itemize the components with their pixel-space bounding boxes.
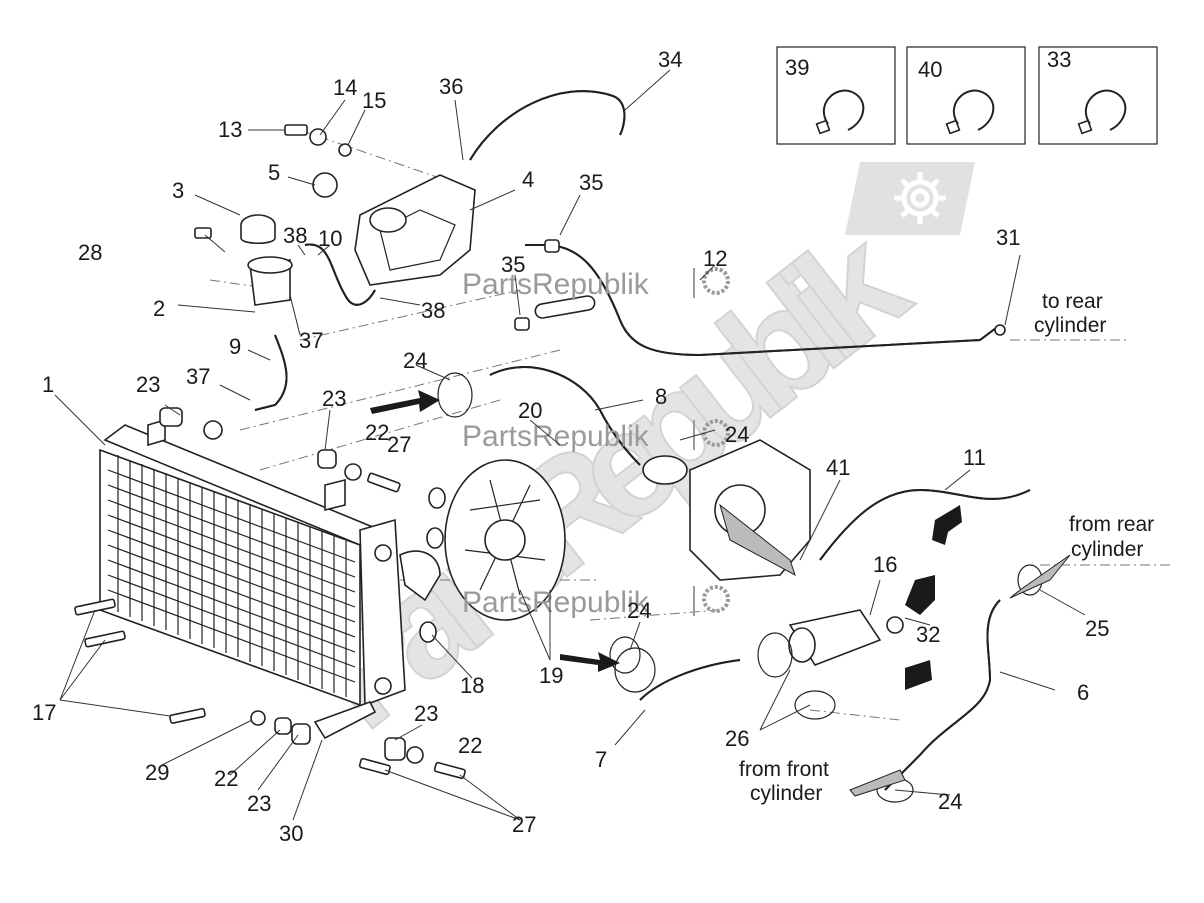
callout-34: 34 xyxy=(658,47,682,72)
svg-text:40: 40 xyxy=(918,57,942,82)
svg-text:39: 39 xyxy=(785,55,809,80)
hose-clamp-icon xyxy=(815,89,865,135)
callout-4: 4 xyxy=(522,167,534,192)
callout-17: 17 xyxy=(32,700,56,725)
callout-30: 30 xyxy=(279,821,303,846)
callout-19: 19 xyxy=(539,663,563,688)
svg-text:33: 33 xyxy=(1047,47,1071,72)
callout-11: 11 xyxy=(963,445,986,470)
callout-7: 7 xyxy=(595,747,607,772)
callout-numbers: 1 2 3 4 5 6 7 8 9 10 11 12 13 14 15 16 1… xyxy=(32,47,1109,846)
callout-5: 5 xyxy=(268,160,280,185)
callout-41: 41 xyxy=(826,455,850,480)
gear-icon xyxy=(702,267,730,295)
callout-14: 14 xyxy=(333,75,357,100)
callout-23b: 23 xyxy=(247,791,271,816)
cooling-fan xyxy=(444,459,566,621)
callout-38a: 38 xyxy=(283,223,307,248)
callout-23a: 23 xyxy=(136,372,160,397)
small-hose-35 xyxy=(534,295,596,319)
callout-22a: 22 xyxy=(214,766,238,791)
callout-13: 13 xyxy=(218,117,242,142)
callout-20: 20 xyxy=(518,398,542,423)
callout-15: 15 xyxy=(362,88,386,113)
callout-36: 36 xyxy=(439,74,463,99)
callout-35a: 35 xyxy=(579,170,603,195)
hose-clamp-icon xyxy=(945,89,995,135)
svg-text:PartsRepublik: PartsRepublik xyxy=(462,586,650,619)
coolant-reservoir xyxy=(240,172,338,306)
callout-1: 1 xyxy=(42,372,54,397)
note-to-rear-line2: cylinder xyxy=(1034,314,1106,337)
note-to-rear-line1: to rear xyxy=(1042,290,1103,313)
callout-38b: 38 xyxy=(421,298,445,323)
callout-24c: 24 xyxy=(627,598,651,623)
note-from-rear-line1: from rear xyxy=(1069,513,1154,536)
note-from-rear-line2: cylinder xyxy=(1071,538,1143,561)
hose-clamp-icon xyxy=(1077,89,1127,135)
note-from-front-line1: from front xyxy=(739,758,829,781)
callout-23d: 23 xyxy=(414,701,438,726)
hoses xyxy=(254,90,1031,791)
direction-notes: to rear cylinder from rear cylinder from… xyxy=(739,290,1154,805)
callout-28: 28 xyxy=(78,240,102,265)
brand-watermark-1: PartsRepublik xyxy=(462,267,730,301)
callout-22b: 22 xyxy=(365,420,389,445)
callout-26: 26 xyxy=(725,726,749,751)
callout-2: 2 xyxy=(153,296,165,321)
brand-watermark-3: PartsRepublik xyxy=(462,585,730,619)
brand-watermark-2: PartsRepublik xyxy=(462,419,730,453)
radiator xyxy=(99,418,441,707)
inset-box-40: 40 xyxy=(906,46,1026,145)
gear-icon xyxy=(894,172,946,224)
callout-37b: 37 xyxy=(186,364,210,389)
callout-29: 29 xyxy=(145,760,169,785)
thermostat xyxy=(788,609,904,666)
callout-6: 6 xyxy=(1077,680,1089,705)
inset-box-33: 33 xyxy=(1038,46,1158,145)
watermark-badge xyxy=(845,162,975,235)
callout-18: 18 xyxy=(460,673,484,698)
gear-icon xyxy=(702,585,730,613)
svg-text:PartsRepublik: PartsRepublik xyxy=(462,268,650,301)
callout-27a: 27 xyxy=(387,432,411,457)
svg-text:PartsRepublik: PartsRepublik xyxy=(462,420,650,453)
callout-24a: 24 xyxy=(403,348,427,373)
callout-24d: 24 xyxy=(725,422,749,447)
callout-35b: 35 xyxy=(501,252,525,277)
callout-10: 10 xyxy=(318,226,342,251)
inset-box-39: 39 xyxy=(776,46,896,145)
callout-31: 31 xyxy=(996,225,1020,250)
leader-lines xyxy=(54,69,1086,821)
callout-8: 8 xyxy=(655,384,667,409)
flow-arrows xyxy=(370,390,1071,797)
expansion-tank xyxy=(354,174,476,286)
callout-22c: 22 xyxy=(458,733,482,758)
callout-25: 25 xyxy=(1085,616,1109,641)
fasteners xyxy=(74,124,1006,780)
callout-9: 9 xyxy=(229,334,241,359)
note-from-front-line2: cylinder xyxy=(750,782,822,805)
callout-23c: 23 xyxy=(322,386,346,411)
callout-3: 3 xyxy=(172,178,184,203)
callout-12: 12 xyxy=(703,246,727,271)
callout-32: 32 xyxy=(916,622,940,647)
callout-24b: 24 xyxy=(938,789,962,814)
callout-16: 16 xyxy=(873,552,897,577)
callout-37a: 37 xyxy=(299,328,323,353)
callout-27b: 27 xyxy=(512,812,536,837)
